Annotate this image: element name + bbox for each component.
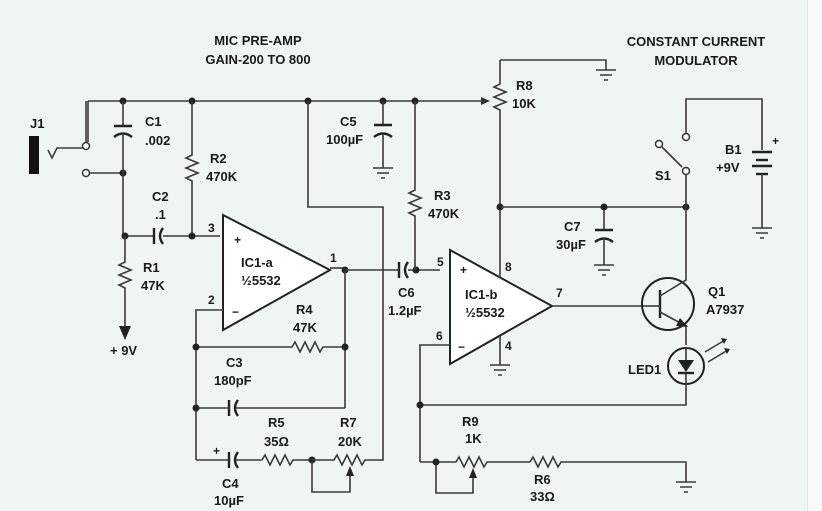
junction bbox=[192, 404, 200, 412]
ground-icon bbox=[490, 336, 510, 376]
b1-polarity: + bbox=[772, 134, 779, 148]
ic1b-ref: IC1-b bbox=[465, 287, 498, 302]
b1-value: +9V bbox=[716, 160, 740, 175]
c7-capacitor bbox=[500, 206, 686, 276]
ic1b-minus-sign: − bbox=[458, 340, 465, 354]
ic1a-ref: IC1-a bbox=[241, 255, 274, 270]
ic1a-pin3: 3 bbox=[208, 221, 215, 235]
r8-potentiometer bbox=[491, 59, 616, 207]
c6-capacitor bbox=[397, 261, 409, 279]
r2-ref: R2 bbox=[210, 151, 227, 166]
preamp-subtitle: GAIN-200 TO 800 bbox=[205, 52, 310, 67]
c1-capacitor bbox=[113, 101, 133, 236]
ic1a-part: ½5532 bbox=[241, 273, 281, 288]
r7-ref: R7 bbox=[340, 415, 357, 430]
r9-value: 1K bbox=[465, 431, 482, 446]
r2-value: 470K bbox=[206, 169, 238, 184]
s1-ref: S1 bbox=[655, 168, 671, 183]
c4-ref: C4 bbox=[222, 476, 239, 491]
junction bbox=[192, 343, 200, 351]
junction bbox=[188, 232, 196, 240]
c4-polarity: + bbox=[213, 444, 220, 458]
r1-resistor bbox=[116, 236, 134, 340]
c5-capacitor bbox=[373, 101, 393, 179]
c3-value: 180pF bbox=[214, 373, 252, 388]
r4-ref: R4 bbox=[296, 302, 313, 317]
r9-ref: R9 bbox=[462, 414, 479, 429]
r5-value: 35Ω bbox=[264, 434, 289, 449]
r5-ref: R5 bbox=[268, 415, 285, 430]
ic1a-pin2: 2 bbox=[208, 293, 215, 307]
ic1b-pin8: 8 bbox=[505, 260, 512, 274]
c2-value: .1 bbox=[155, 207, 166, 222]
ic1b-pin4: 4 bbox=[505, 339, 512, 353]
modulator-title: CONSTANT CURRENT bbox=[627, 34, 765, 49]
ic1b-opamp bbox=[419, 207, 645, 462]
j1-ref: J1 bbox=[30, 116, 44, 131]
c4-capacitor bbox=[196, 451, 262, 469]
junction bbox=[432, 458, 440, 466]
r6-value: 33Ω bbox=[530, 489, 555, 504]
ground-icon bbox=[373, 167, 393, 179]
c7-ref: C7 bbox=[564, 219, 581, 234]
r3-resistor bbox=[406, 101, 424, 270]
ic1b-pin5: 5 bbox=[437, 255, 444, 269]
r7-potentiometer bbox=[307, 101, 384, 493]
ic1a-minus-sign: − bbox=[232, 305, 239, 319]
ic1a-pin1: 1 bbox=[330, 251, 337, 265]
junction bbox=[416, 401, 424, 409]
modulator-subtitle: MODULATOR bbox=[654, 53, 738, 68]
r5-resistor bbox=[261, 453, 312, 467]
r2-resistor bbox=[183, 101, 201, 236]
ic1b-pin7: 7 bbox=[556, 286, 563, 300]
led1-ref: LED1 bbox=[628, 362, 661, 377]
c6-value: 1.2µF bbox=[388, 303, 422, 318]
ground-icon bbox=[594, 264, 614, 276]
ic1b-part: ½5532 bbox=[465, 305, 505, 320]
wire-top-rail bbox=[87, 100, 488, 142]
c6-ref: C6 bbox=[398, 285, 415, 300]
c5-value: 100µF bbox=[326, 132, 363, 147]
junction bbox=[412, 266, 420, 274]
junction bbox=[600, 203, 608, 211]
c4-value: 10µF bbox=[214, 493, 244, 508]
s1-switch bbox=[654, 98, 763, 207]
b1-battery bbox=[752, 150, 772, 239]
junction bbox=[341, 343, 349, 351]
r8-ref: R8 bbox=[516, 78, 533, 93]
c3-ref: C3 bbox=[226, 355, 243, 370]
r8-wiper-arrow bbox=[481, 97, 490, 105]
c1-value: .002 bbox=[145, 133, 170, 148]
r7-value: 20K bbox=[338, 434, 362, 449]
ic1b-plus-sign: + bbox=[460, 263, 467, 277]
c2-capacitor bbox=[123, 227, 220, 245]
r6-ref: R6 bbox=[534, 472, 551, 487]
page-edge bbox=[807, 0, 822, 511]
ic1a-plus-sign: + bbox=[234, 233, 241, 247]
ic1b-pin6: 6 bbox=[436, 329, 443, 343]
q1-transistor bbox=[641, 207, 695, 345]
r1-supply-label: + 9V bbox=[110, 343, 137, 358]
preamp-title: MIC PRE-AMP bbox=[214, 33, 302, 48]
led1-diode bbox=[420, 338, 730, 406]
c5-ref: C5 bbox=[340, 114, 357, 129]
c2-ref: C2 bbox=[152, 189, 169, 204]
r9-potentiometer bbox=[420, 455, 530, 494]
q1-ref: Q1 bbox=[708, 284, 725, 299]
r6-resistor bbox=[529, 455, 696, 493]
c1-ref: C1 bbox=[145, 114, 162, 129]
r3-value: 470K bbox=[428, 206, 460, 221]
r4-value: 47K bbox=[293, 320, 317, 335]
q1-part: A7937 bbox=[706, 302, 744, 317]
b1-ref: B1 bbox=[725, 142, 742, 157]
r1-ref: R1 bbox=[143, 260, 160, 275]
j1-jack bbox=[29, 101, 123, 178]
r1-value: 47K bbox=[141, 278, 165, 293]
r4-resistor bbox=[196, 340, 345, 354]
c3-capacitor bbox=[196, 399, 345, 417]
r3-ref: R3 bbox=[434, 188, 451, 203]
r8-value: 10K bbox=[512, 96, 536, 111]
c7-value: 30µF bbox=[556, 237, 586, 252]
